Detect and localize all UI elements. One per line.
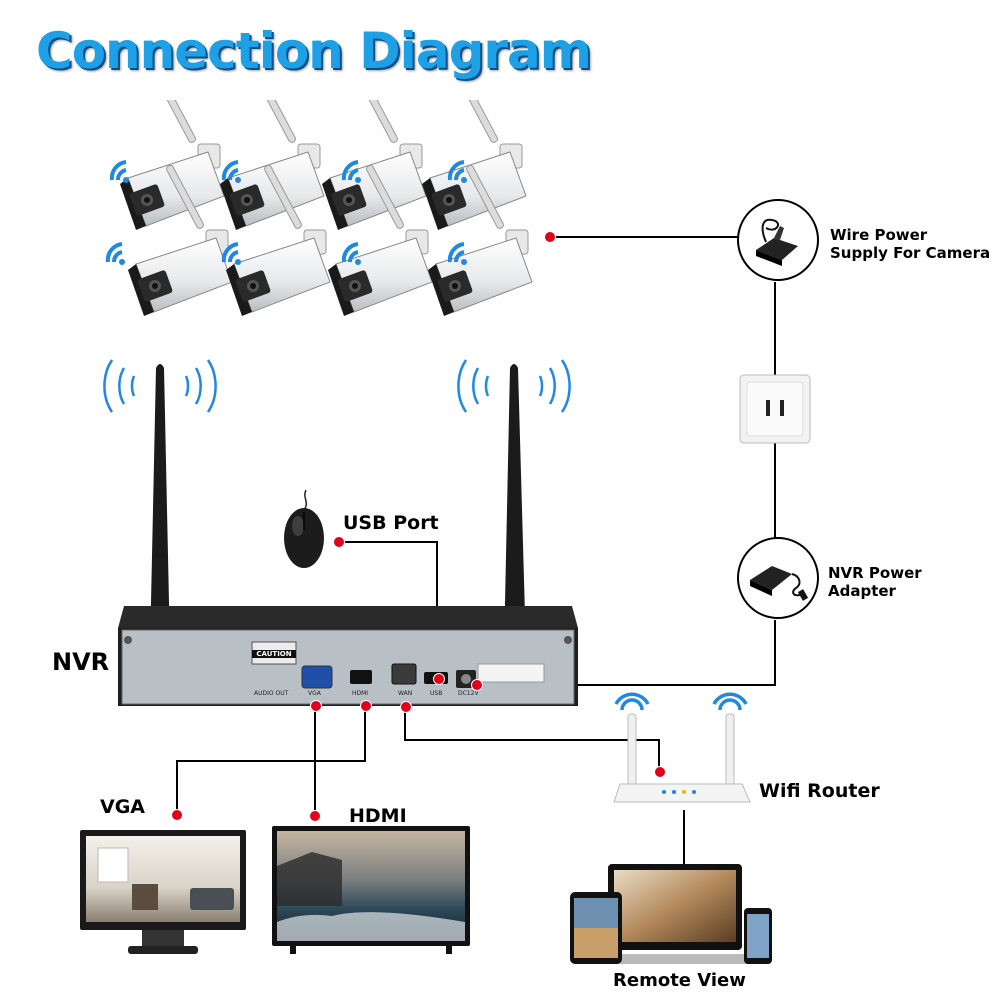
nvr-device: [118, 606, 578, 706]
wan-line-down: [658, 739, 660, 771]
nvr-usb-port-label: USB: [430, 690, 443, 697]
wan-line-h: [404, 739, 660, 741]
vga-out-line-v: [314, 705, 316, 815]
usb-connector-dot: [433, 673, 445, 685]
camera-power-connector-dot: [544, 231, 556, 243]
mouse-connector-dot: [333, 536, 345, 548]
dc-power-connector-dot: [471, 679, 483, 691]
nvr-hdmi-port-label: HDMI: [352, 690, 369, 697]
router-connector-dot: [654, 766, 666, 778]
power-adapter-icon: [737, 537, 819, 619]
camera-2: [219, 100, 325, 231]
camera-4: [421, 100, 527, 231]
wire-power-label-line1: Wire Power: [830, 226, 928, 244]
camera-3: [321, 100, 427, 231]
wifi-router-label: Wifi Router: [759, 780, 880, 802]
hdmi-line-v: [364, 705, 366, 761]
wan-line-v: [404, 706, 406, 741]
wall-outlet-icon: [739, 374, 811, 444]
page-title: Connection Diagram: [36, 22, 592, 80]
vga-monitor-dot: [171, 809, 183, 821]
vga-label: VGA: [100, 796, 146, 818]
mouse-icon: [284, 489, 324, 568]
hdmi-port-dot: [360, 700, 372, 712]
camera-1: [119, 100, 225, 231]
nvr-power-label-line2: Adapter: [828, 582, 896, 600]
wifi-icon: [614, 692, 748, 711]
hdmi-to-vga-line-h: [176, 760, 366, 762]
wifi-icon: [103, 359, 571, 413]
nvr-wan-port-label: WAN: [398, 690, 413, 697]
nvr-caution-label: CAUTION: [256, 650, 292, 658]
tv-icon: [272, 826, 470, 954]
router-to-remote-line-v: [683, 810, 685, 864]
outlet-to-nvr-adapter-line: [774, 440, 776, 538]
vga-port-dot: [310, 700, 322, 712]
power-adapter-icon: [737, 199, 819, 281]
nvr-vga-port-label: VGA: [308, 690, 321, 697]
monitor-icon: [80, 830, 246, 954]
antenna-right: [504, 364, 526, 650]
nvr-power-line: [476, 684, 776, 686]
nvr-label: NVR: [52, 648, 110, 676]
vga-line-v: [176, 760, 178, 814]
usb-port-label: USB Port: [343, 512, 439, 534]
router-icon: [613, 692, 751, 803]
wifi-icon: [109, 160, 131, 185]
remote-view-label: Remote View: [613, 970, 746, 991]
hdmi-label: HDMI: [349, 805, 407, 827]
wire-power-label-line2: Supply For Camera: [830, 244, 991, 262]
nvr-dc-port-label: DC12V: [458, 690, 479, 697]
usb-line-h: [338, 541, 438, 543]
nvr-power-label: NVR Power Adapter: [828, 564, 922, 600]
tablet-laptop-phone-icon: [570, 864, 772, 964]
wan-port-dot: [400, 701, 412, 713]
nvr-power-label-line1: NVR Power: [828, 564, 922, 582]
nvr-antennas: [103, 359, 571, 650]
wire-power-label: Wire Power Supply For Camera: [830, 226, 990, 262]
camera-power-line: [552, 236, 740, 238]
antenna-left: [150, 364, 170, 650]
camera-array: [105, 100, 533, 317]
wifi-icon: [105, 242, 127, 267]
nvr-audio-out-label: AUDIO OUT: [254, 690, 289, 697]
adapter-to-outlet-line: [774, 282, 776, 376]
hdmi-tv-dot: [309, 810, 321, 822]
nvr-adapter-down-line: [774, 620, 776, 686]
